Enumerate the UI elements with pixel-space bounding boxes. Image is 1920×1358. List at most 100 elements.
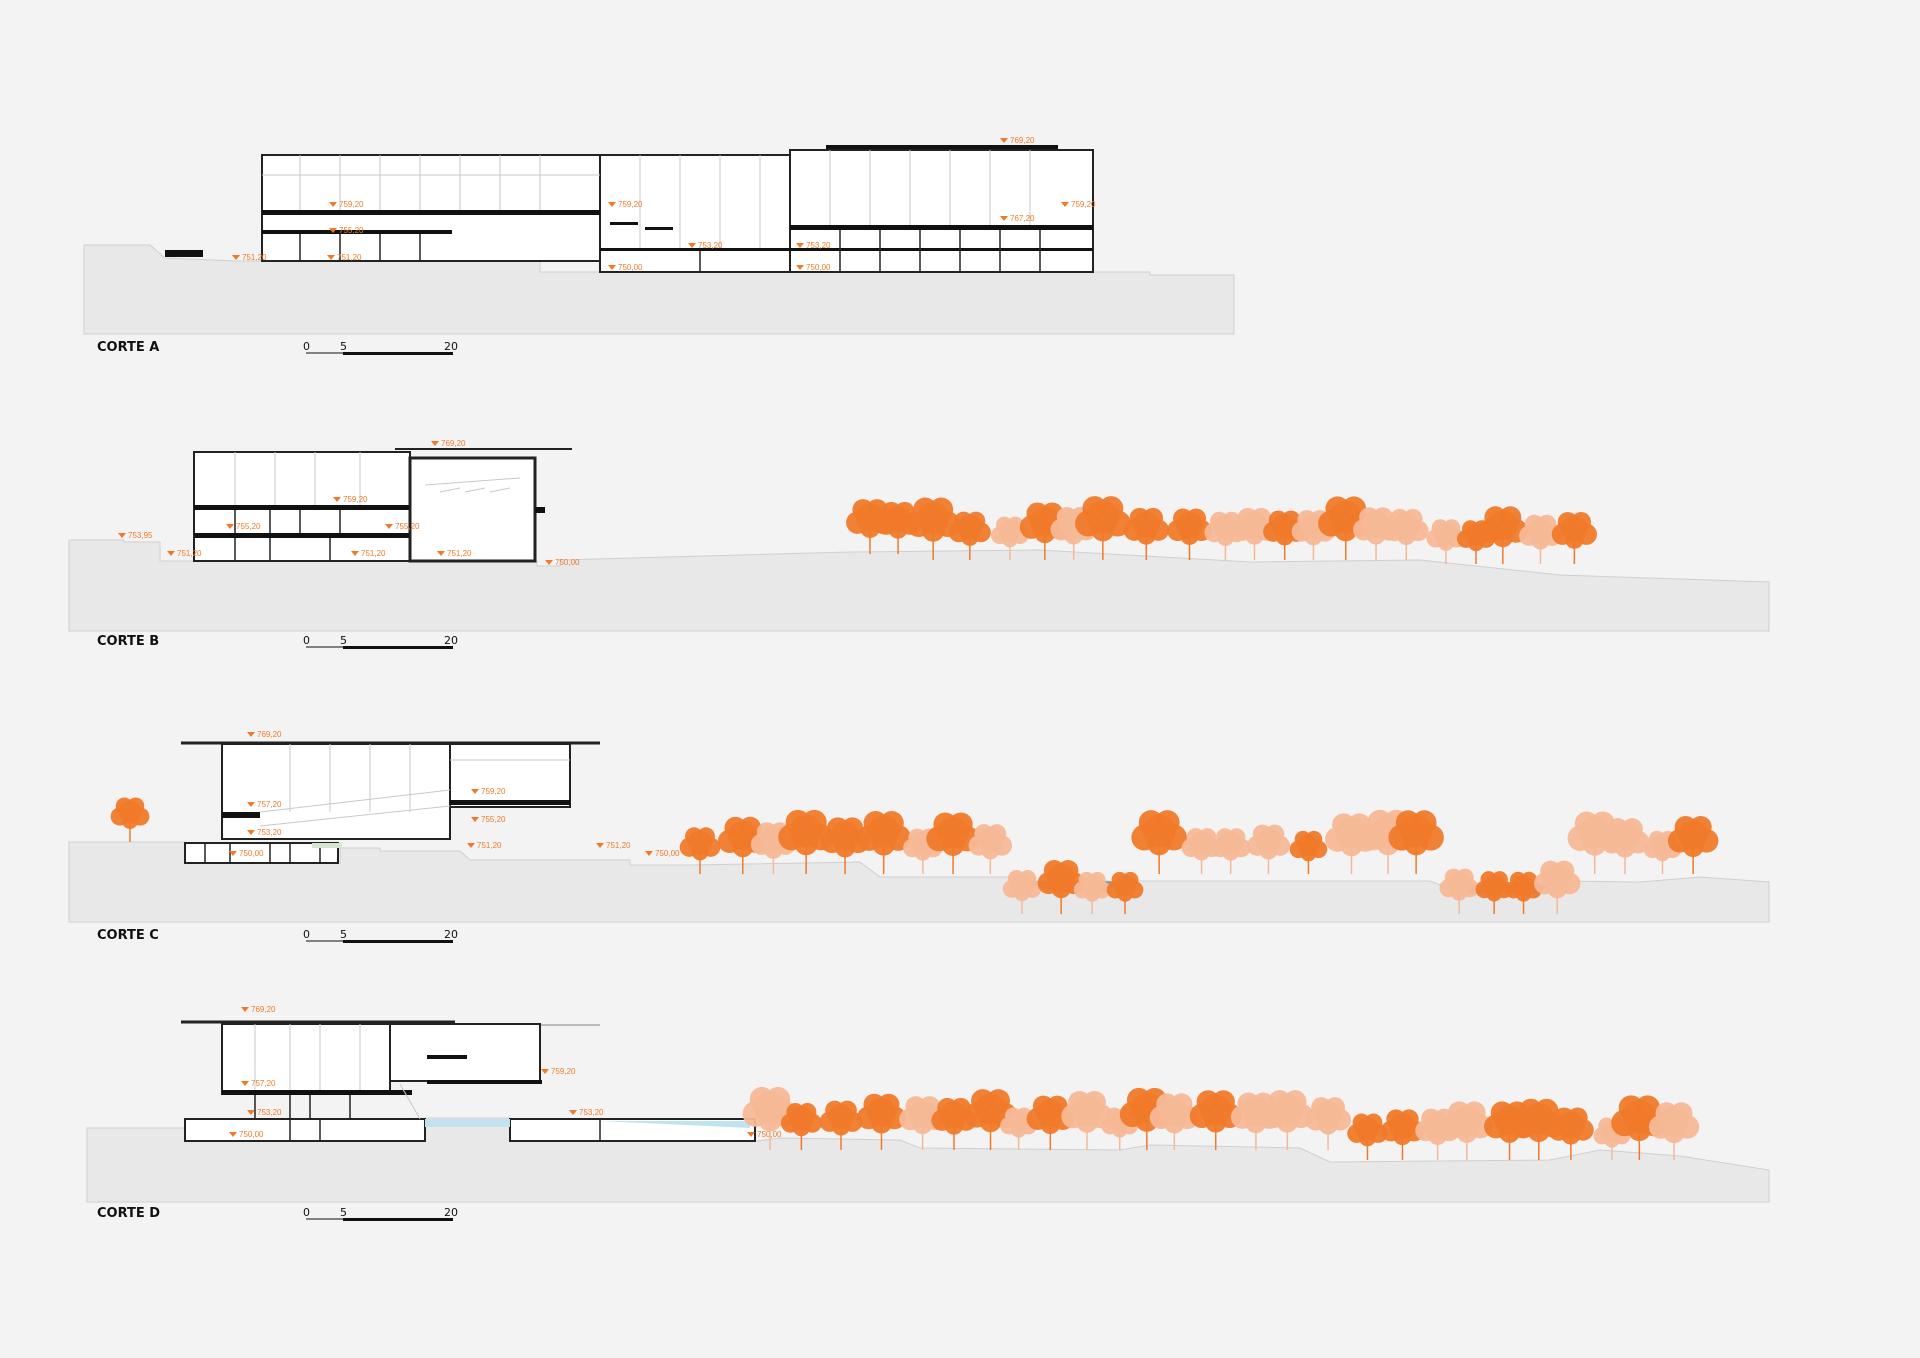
tree-icon — [856, 811, 912, 874]
tree-icon — [1131, 810, 1187, 874]
scale-label-20: 20 — [444, 928, 458, 941]
level-triangle-icon — [241, 1081, 249, 1086]
tree-icon — [1247, 824, 1290, 874]
level-triangle-icon — [467, 843, 475, 848]
level-marker: 750,00 — [229, 849, 264, 858]
tree-icon — [1439, 868, 1479, 914]
level-triangle-icon — [247, 830, 255, 835]
section-title: CORTE A — [97, 340, 159, 355]
level-label: 751,20 — [177, 549, 202, 558]
level-label: 759,20 — [1071, 200, 1096, 209]
tree-icon — [1551, 511, 1597, 564]
tree-icon — [926, 812, 980, 874]
scale-bar: 0 5 20 — [303, 340, 458, 355]
tree-icon — [1648, 1102, 1700, 1160]
level-label: 750,00 — [239, 1130, 264, 1139]
tree-icon — [1534, 860, 1581, 914]
level-label: 753,20 — [579, 1108, 604, 1117]
level-label: 750,00 — [655, 849, 680, 858]
level-triangle-icon — [247, 732, 255, 737]
level-label: 750,00 — [618, 263, 643, 272]
tree-icon — [1600, 818, 1650, 874]
scale-label-0: 0 — [303, 928, 310, 941]
level-label: 755,20 — [236, 522, 261, 531]
level-label: 751,20 — [361, 549, 386, 558]
level-marker: 753,20 — [247, 1108, 282, 1117]
level-marker: 753,20 — [569, 1108, 604, 1117]
tree-icon — [1477, 506, 1528, 564]
scale-bar: 0 5 20 — [303, 928, 458, 943]
level-triangle-icon — [385, 524, 393, 529]
tree-icon — [1167, 508, 1212, 560]
level-triangle-icon — [241, 1007, 249, 1012]
tree-icon — [968, 824, 1012, 874]
level-marker: 753,20 — [247, 828, 282, 837]
level-label: 753,20 — [806, 241, 831, 250]
level-label: 759,20 — [343, 495, 368, 504]
scale-bar: 0 5 20 — [303, 634, 458, 649]
level-triangle-icon — [351, 551, 359, 556]
retaining-wall — [165, 250, 203, 257]
tree-icon — [906, 497, 961, 560]
building-d — [181, 1020, 756, 1142]
scale-label-0: 0 — [303, 340, 310, 353]
level-markers-c: 769,20757,20759,20755,20753,20750,00751,… — [229, 730, 680, 858]
level-triangle-icon — [596, 843, 604, 848]
tree-icon — [819, 1100, 863, 1150]
tree-icon — [679, 827, 721, 874]
level-label: 750,00 — [555, 558, 580, 567]
level-label: 751,20 — [447, 549, 472, 558]
level-marker: 755,20 — [471, 815, 506, 824]
tree-icon — [1667, 815, 1719, 874]
level-marker: 751,20 — [167, 549, 202, 558]
scale-label-0: 0 — [303, 1206, 310, 1219]
tree-icon — [1181, 828, 1222, 874]
scale-label-20: 20 — [444, 340, 458, 353]
tree-icon — [1289, 830, 1328, 874]
level-marker: 750,00 — [796, 263, 831, 272]
tree-icon — [1548, 1107, 1594, 1160]
level-marker: 751,20 — [467, 841, 502, 850]
level-triangle-icon — [329, 202, 337, 207]
level-marker: 757,20 — [247, 800, 282, 809]
level-triangle-icon — [796, 243, 804, 248]
tree-icon — [1002, 869, 1042, 914]
level-marker: 755,20 — [226, 522, 261, 531]
tree-icon — [1000, 1107, 1038, 1150]
level-marker: 751,20 — [437, 549, 472, 558]
section-c: 769,20757,20759,20755,20753,20750,00751,… — [68, 730, 1770, 943]
level-marker: 769,20 — [241, 1005, 276, 1014]
trees-c — [110, 797, 1719, 914]
level-label: 755,20 — [339, 226, 364, 235]
level-triangle-icon — [229, 1132, 237, 1137]
level-triangle-icon — [608, 265, 616, 270]
level-label: 759,20 — [551, 1067, 576, 1076]
trees-d — [742, 1086, 1700, 1160]
level-marker: 750,00 — [545, 558, 580, 567]
level-triangle-icon — [688, 243, 696, 248]
level-triangle-icon — [437, 551, 445, 556]
level-triangle-icon — [471, 789, 479, 794]
tree-icon — [1384, 508, 1429, 560]
level-triangle-icon — [608, 202, 616, 207]
tree-icon — [1149, 1093, 1200, 1150]
level-marker: 755,20 — [329, 226, 364, 235]
section-title: CORTE C — [97, 928, 159, 943]
level-label: 750,00 — [806, 263, 831, 272]
level-triangle-icon — [1000, 138, 1008, 143]
level-label: 759,20 — [339, 200, 364, 209]
tree-icon — [1204, 511, 1247, 560]
tree-icon — [1353, 507, 1399, 560]
tree-icon — [1123, 507, 1169, 560]
level-triangle-icon — [541, 1069, 549, 1074]
level-label: 753,20 — [698, 241, 723, 250]
level-marker: 751,20 — [596, 841, 631, 850]
level-label: 759,20 — [618, 200, 643, 209]
level-label: 767,20 — [1010, 214, 1035, 223]
level-triangle-icon — [247, 1110, 255, 1115]
level-triangle-icon — [118, 533, 126, 538]
